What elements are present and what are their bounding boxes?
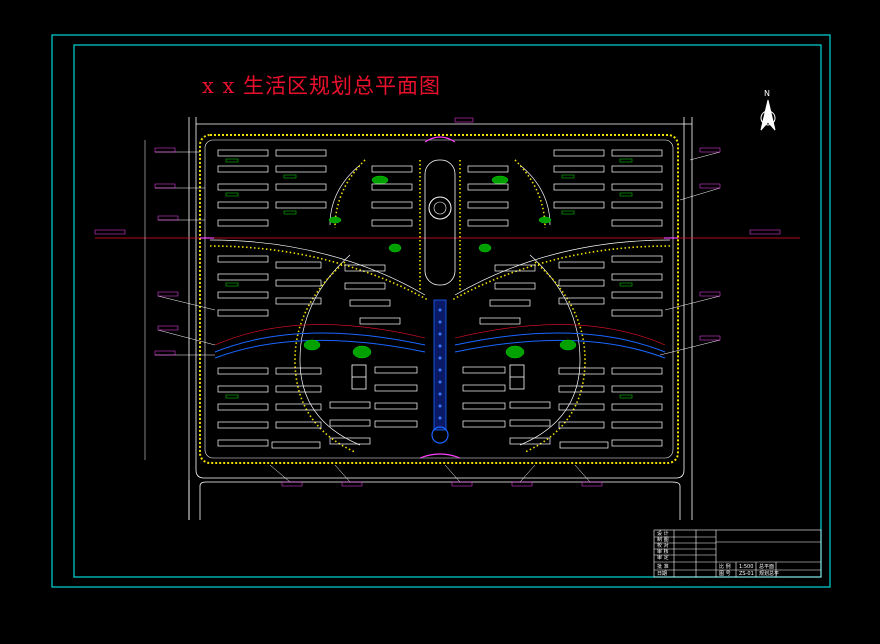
title-block-row-3: 校 对 [657, 543, 669, 549]
title-block-row-5: 审 定 [657, 555, 669, 561]
outer-frame [51, 34, 831, 588]
water-axis-lights [438, 308, 442, 420]
residential-buildings [217, 149, 663, 449]
title-block-number-value: ZS-01 [739, 571, 754, 577]
north-arrow-icon [760, 99, 776, 131]
central-plaza [428, 196, 452, 220]
title-block-drawing-label: 总平面 [759, 564, 775, 570]
south-fountain [431, 426, 449, 444]
title-block-scale-label: 比 例 [719, 564, 731, 570]
annotation-tags [94, 117, 781, 487]
title-block-frame [653, 529, 822, 578]
green-areas [303, 175, 577, 359]
title-block-row-6: 批 准 [657, 564, 669, 570]
entrance-gates [200, 136, 678, 459]
building-lawns [225, 158, 633, 399]
title-block-date: 日期 [657, 571, 668, 577]
river-banks [214, 324, 666, 346]
title-block-row-2: 制 图 [657, 537, 669, 543]
site-inner-road [204, 139, 674, 459]
central-water-axis [433, 299, 447, 431]
annotations [144, 140, 721, 483]
site-roads [188, 117, 693, 520]
title-block-row-4: 审 核 [657, 549, 669, 555]
title-block-project-label: 规划总平 [759, 571, 780, 577]
north-label: N [764, 89, 770, 98]
title-block-row-1: 设 计 [657, 531, 669, 537]
drawing-title: x x 生活区规划总平面图 [202, 74, 442, 98]
site-boundary [199, 134, 679, 464]
inner-frame [73, 44, 822, 578]
sports-courts [351, 364, 525, 390]
title-block-scale-value: 1:500 [739, 564, 754, 570]
title-block-number-label: 图 号 [719, 571, 731, 577]
central-boulevard [424, 159, 456, 286]
